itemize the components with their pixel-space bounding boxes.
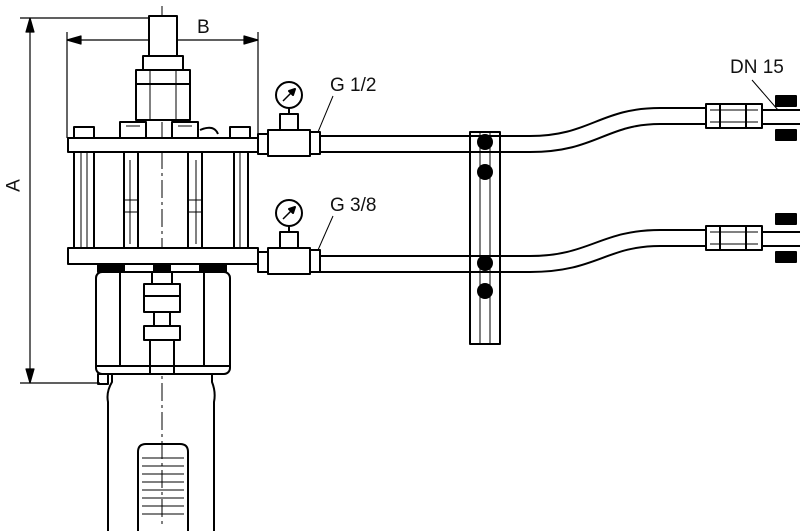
- lower-gauge: [275, 199, 303, 249]
- top-stem: [135, 15, 191, 121]
- lower-pipe: [257, 213, 800, 275]
- dimension-a-label: A: [3, 179, 25, 192]
- valve-housing: [95, 271, 231, 385]
- leader-lines: [317, 79, 779, 251]
- lower-flange: [67, 247, 259, 273]
- upper-pipe: [257, 95, 800, 157]
- pipe-bracket: [469, 131, 501, 345]
- upper-gauge: [275, 81, 303, 131]
- dimension-b: [66, 32, 259, 138]
- lower-thread-label: G 3/8: [330, 195, 377, 216]
- upper-thread-label: G 1/2: [330, 75, 377, 96]
- pipe-size-label: DN 15: [730, 57, 784, 78]
- upper-flange: [67, 121, 259, 153]
- column-body: [73, 151, 249, 249]
- dimension-a: [20, 17, 150, 384]
- lower-vessel: [106, 373, 216, 531]
- dimension-b-label: B: [197, 17, 210, 38]
